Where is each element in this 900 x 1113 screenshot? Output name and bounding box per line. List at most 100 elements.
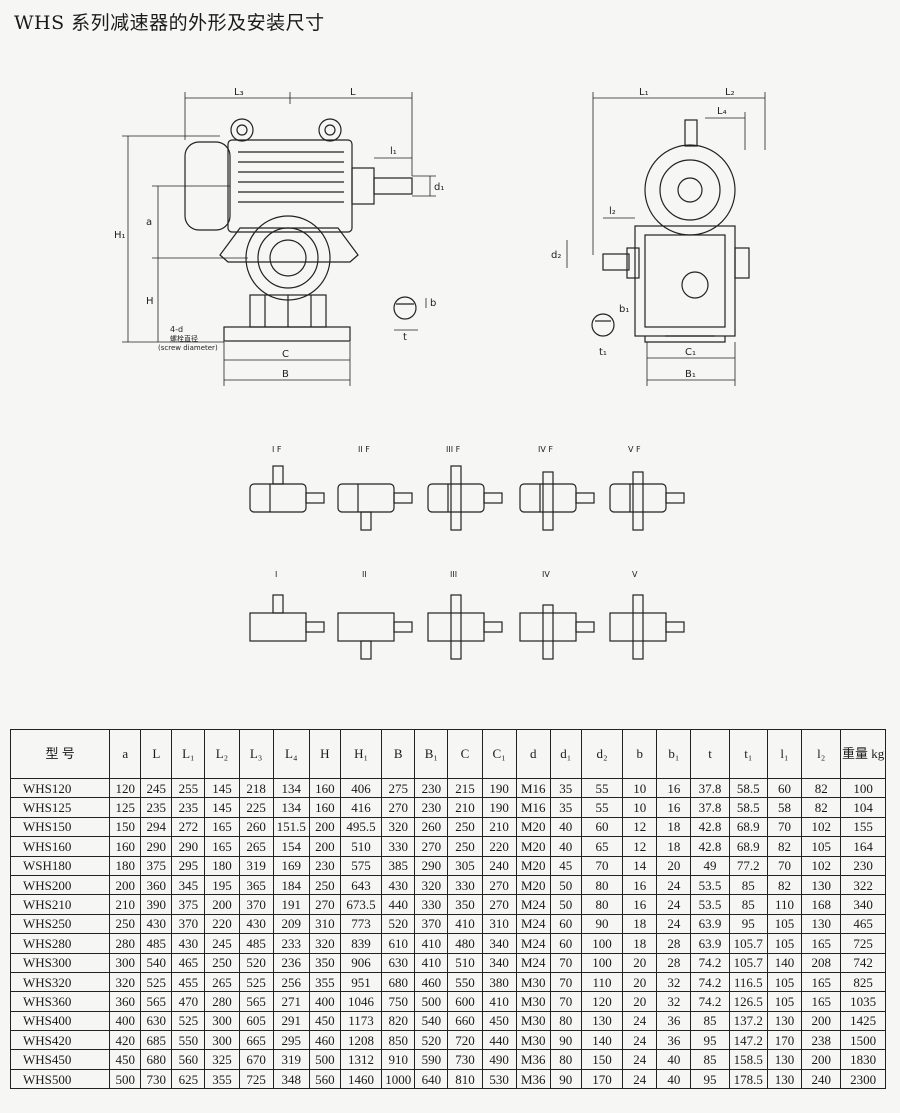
table-cell: 12 xyxy=(622,816,658,838)
table-cell: 291 xyxy=(272,1010,310,1032)
dim-l1-label: l₁ xyxy=(390,146,397,157)
table-cell: 380 xyxy=(481,971,517,993)
table-cell: M30 xyxy=(515,1030,551,1051)
table-cell: 430 xyxy=(140,913,173,935)
table-cell: 730 xyxy=(140,1068,173,1090)
assembly-IVF xyxy=(519,471,595,531)
table-cell: 105.7 xyxy=(728,952,768,973)
table-cell: 305 xyxy=(447,855,483,876)
dim-L-label: L xyxy=(350,87,356,98)
table-cell: 90 xyxy=(549,1030,582,1051)
table-cell: 90 xyxy=(580,913,624,935)
table-cell: 256 xyxy=(272,971,310,993)
front-view-drawing: L₃ L l₁ d₁ H₁ a H b t C B 4-d 螺栓直径 (scre… xyxy=(114,87,444,386)
column-header-label: d₂ xyxy=(596,746,608,761)
table-cell: 235 xyxy=(171,797,206,818)
table-cell: 450 xyxy=(109,1049,142,1070)
table-cell: 605 xyxy=(238,1010,274,1032)
table-cell: 160 xyxy=(308,777,341,799)
table-cell: M20 xyxy=(515,816,551,838)
column-header: t₁ xyxy=(728,729,768,779)
assembly-label-VF: V F xyxy=(628,445,641,454)
column-header: a xyxy=(109,729,142,779)
table-cell: 240 xyxy=(481,855,517,876)
table-cell: 50 xyxy=(549,894,582,915)
model-cell: WHS280 xyxy=(9,933,111,954)
table-cell: 540 xyxy=(140,952,173,973)
table-cell: 565 xyxy=(238,991,274,1012)
table-cell: 565 xyxy=(140,991,173,1012)
table-cell: 105 xyxy=(801,836,842,857)
table-cell: 300 xyxy=(204,1010,240,1032)
table-cell: 680 xyxy=(140,1049,173,1070)
side-L1-label: L₁ xyxy=(639,87,649,98)
table-cell: 200 xyxy=(204,894,240,915)
table-cell: 245 xyxy=(140,777,173,799)
table-cell: 60 xyxy=(549,933,582,954)
table-cell: 210 xyxy=(109,894,142,915)
column-header: 型 号 xyxy=(9,729,111,779)
table-cell: 1425 xyxy=(840,1010,886,1032)
table-cell: 360 xyxy=(140,874,173,896)
column-header: b₁ xyxy=(656,729,692,779)
column-header: C₁ xyxy=(481,729,517,779)
table-cell: 230 xyxy=(840,855,886,876)
table-cell: 42.8 xyxy=(690,836,730,857)
assembly-label-III: III xyxy=(450,570,457,579)
table-cell: 82 xyxy=(766,836,803,857)
table-cell: 180 xyxy=(109,855,142,876)
column-header-label: b₁ xyxy=(668,746,680,761)
table-cell: 104 xyxy=(840,797,886,818)
column-header: t xyxy=(690,729,730,779)
table-cell: 500 xyxy=(109,1068,142,1090)
table-cell: 270 xyxy=(481,894,517,915)
dim-a-label: a xyxy=(146,217,152,228)
table-cell: 151.5 xyxy=(272,816,310,838)
table-cell: 14 xyxy=(622,855,658,876)
table-cell: 410 xyxy=(447,913,483,935)
table-cell: 236 xyxy=(272,952,310,973)
model-cell: WHS420 xyxy=(9,1030,111,1051)
table-cell: 165 xyxy=(801,971,842,993)
table-cell: 16 xyxy=(656,797,692,818)
dim-L3-label: L₃ xyxy=(234,87,244,98)
dim-H1-label: H₁ xyxy=(114,230,126,241)
table-cell: 110 xyxy=(580,971,624,993)
table-cell: 85 xyxy=(690,1049,730,1070)
table-cell: 215 xyxy=(447,777,483,799)
table-cell: 250 xyxy=(447,836,483,857)
column-header-label: B₁ xyxy=(424,746,438,761)
table-cell: 24 xyxy=(656,874,692,896)
table-cell: 220 xyxy=(204,913,240,935)
table-cell: 190 xyxy=(481,797,517,818)
table-cell: 1312 xyxy=(339,1049,383,1070)
table-cell: 85 xyxy=(690,1010,730,1032)
column-header-label: 重量 kg xyxy=(842,746,885,761)
table-cell: 24 xyxy=(656,913,692,935)
column-header-label: H xyxy=(320,746,330,761)
table-cell: 430 xyxy=(381,874,416,896)
table-cell: 53.5 xyxy=(690,874,730,896)
table-cell: 35 xyxy=(549,797,582,818)
model-cell: WHS400 xyxy=(9,1010,111,1032)
table-cell: 130 xyxy=(766,1010,803,1032)
table-cell: 510 xyxy=(339,836,383,857)
column-header: d xyxy=(515,729,551,779)
table-cell: 1000 xyxy=(381,1068,416,1090)
table-cell: 340 xyxy=(840,894,886,915)
table-cell: M24 xyxy=(515,894,551,915)
column-header-label: d xyxy=(529,746,537,761)
table-cell: 63.9 xyxy=(690,913,730,935)
table-cell: 82 xyxy=(766,874,803,896)
table-cell: 272 xyxy=(171,816,206,838)
table-cell: 20 xyxy=(622,971,658,993)
column-header: H₁ xyxy=(339,729,383,779)
table-cell: 85 xyxy=(728,894,768,915)
table-cell: 742 xyxy=(840,952,886,973)
table-cell: 630 xyxy=(140,1010,173,1032)
table-cell: 665 xyxy=(238,1030,274,1051)
table-cell: 32 xyxy=(656,991,692,1012)
table-cell: 725 xyxy=(840,933,886,954)
